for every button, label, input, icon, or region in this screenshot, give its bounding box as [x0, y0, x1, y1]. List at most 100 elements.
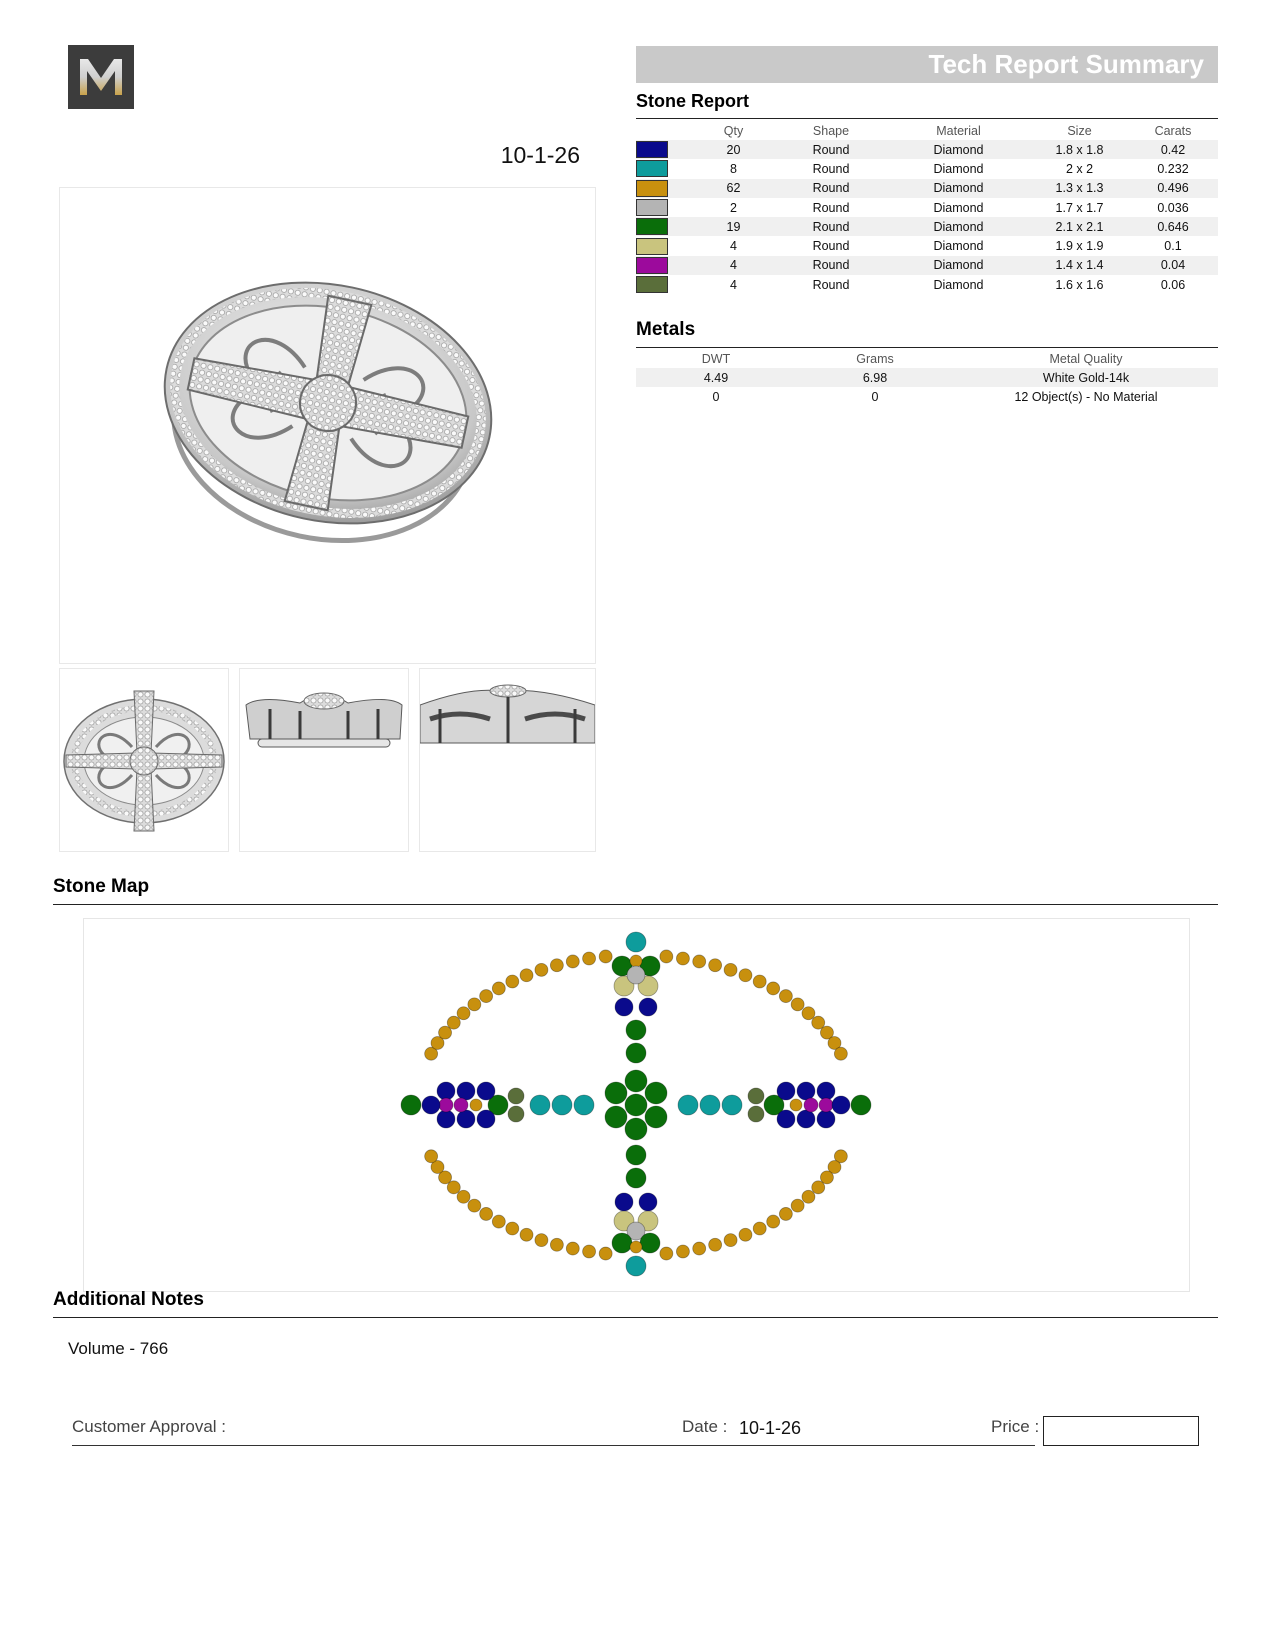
stone-marker — [438, 1170, 452, 1185]
stone-marker — [534, 1233, 549, 1248]
thumbnail-top-view[interactable] — [59, 668, 229, 852]
stone-marker — [801, 1006, 816, 1021]
stone-marker — [519, 968, 534, 983]
stone-marker — [424, 1046, 439, 1061]
stone-marker — [453, 1097, 469, 1113]
stone-material: Diamond — [886, 255, 1031, 276]
stone-qty: 4 — [691, 275, 776, 295]
stone-marker — [625, 1019, 647, 1041]
stone-carats: 0.04 — [1128, 255, 1218, 276]
metals-title: Metals — [636, 319, 696, 340]
metals-row: 4.49 6.98 White Gold-14k — [636, 368, 1218, 387]
stone-marker — [639, 1232, 661, 1254]
stone-shape: Round — [776, 236, 886, 256]
stone-marker — [747, 1105, 765, 1123]
stone-marker — [430, 1036, 445, 1050]
stone-marker — [833, 1149, 848, 1164]
stone-material: Diamond — [886, 275, 1031, 295]
stone-marker — [625, 931, 647, 953]
stone-color-cell — [636, 140, 691, 160]
stone-marker — [565, 1241, 580, 1256]
stone-marker — [752, 1221, 767, 1236]
thumbnail-front-view[interactable] — [419, 668, 596, 852]
metal-grams: 6.98 — [796, 368, 954, 387]
stone-marker — [676, 951, 690, 966]
stone-marker — [487, 1094, 509, 1116]
stone-marker — [796, 1109, 816, 1129]
stone-report-title: Stone Report — [636, 91, 750, 111]
stone-qty: 4 — [691, 255, 776, 276]
customer-approval-label: Customer Approval : — [72, 1417, 227, 1436]
stone-material: Diamond — [886, 236, 1031, 256]
stone-color-cell — [636, 197, 691, 218]
stone-marker — [624, 1093, 648, 1117]
stone-report-divider — [636, 118, 1218, 119]
stone-carats: 0.06 — [1128, 275, 1218, 295]
stone-marker — [611, 955, 633, 977]
stone-marker — [424, 1149, 439, 1164]
report-header-bar: Tech Report Summary — [636, 46, 1218, 83]
stone-marker — [436, 1109, 456, 1129]
col-grams: Grams — [856, 351, 894, 366]
stone-marker — [747, 1087, 765, 1105]
stone-marker — [811, 1015, 826, 1030]
price-field[interactable] — [1043, 1416, 1199, 1446]
stone-marker — [629, 1240, 643, 1254]
stone-marker — [708, 958, 723, 973]
stone-marker — [626, 965, 646, 985]
stone-marker — [827, 1036, 842, 1050]
stone-color-cell — [636, 178, 691, 198]
notes-title: Additional Notes — [53, 1289, 204, 1310]
stone-marker — [467, 1198, 482, 1213]
stone-marker — [438, 1025, 452, 1040]
stone-marker — [692, 954, 707, 969]
stone-marker — [467, 997, 482, 1012]
stone-marker — [436, 1081, 456, 1101]
stone-marker — [778, 1207, 793, 1221]
stone-marker — [456, 1189, 471, 1204]
stone-marker — [644, 1081, 668, 1105]
stone-marker — [644, 1105, 668, 1129]
col-qty: Qty — [723, 123, 744, 138]
stone-marker — [598, 1246, 613, 1261]
stone-marker — [816, 1109, 836, 1129]
stone-marker — [738, 968, 753, 983]
stone-color-swatch — [636, 218, 668, 236]
stone-color-swatch — [636, 160, 668, 178]
stone-marker — [803, 1097, 819, 1113]
stone-marker — [820, 1025, 834, 1040]
col-shape: Shape — [812, 123, 850, 138]
stone-marker — [613, 975, 635, 997]
stone-shape: Round — [776, 217, 886, 237]
stone-material: Diamond — [886, 197, 1031, 218]
stone-marker — [604, 1105, 628, 1129]
stone-marker — [638, 1192, 658, 1212]
stone-qty: 8 — [691, 159, 776, 179]
stone-marker — [790, 1198, 805, 1213]
stone-map-divider — [53, 904, 1218, 905]
approval-signature-line — [72, 1445, 1035, 1446]
stone-marker — [505, 974, 520, 989]
thumbnail-side-view[interactable] — [239, 668, 409, 852]
stone-material: Diamond — [886, 178, 1031, 198]
stone-marker — [491, 981, 506, 996]
stone-size: 2.1 x 2.1 — [1031, 217, 1128, 237]
stone-marker — [766, 1214, 781, 1229]
metal-dwt: 4.49 — [636, 368, 796, 387]
stone-size: 1.9 x 1.9 — [1031, 236, 1128, 256]
stone-marker — [776, 1109, 796, 1129]
stone-marker — [811, 1180, 826, 1195]
col-material: Material — [936, 123, 981, 138]
stone-marker — [507, 1105, 525, 1123]
stone-marker — [479, 1207, 494, 1221]
stone-marker — [549, 1237, 564, 1252]
stone-marker — [625, 1042, 647, 1064]
report-title: Tech Report Summary — [928, 49, 1204, 79]
stone-color-cell — [636, 217, 691, 237]
stone-marker — [677, 1094, 699, 1116]
stone-marker — [629, 954, 643, 968]
stone-marker — [549, 958, 564, 973]
